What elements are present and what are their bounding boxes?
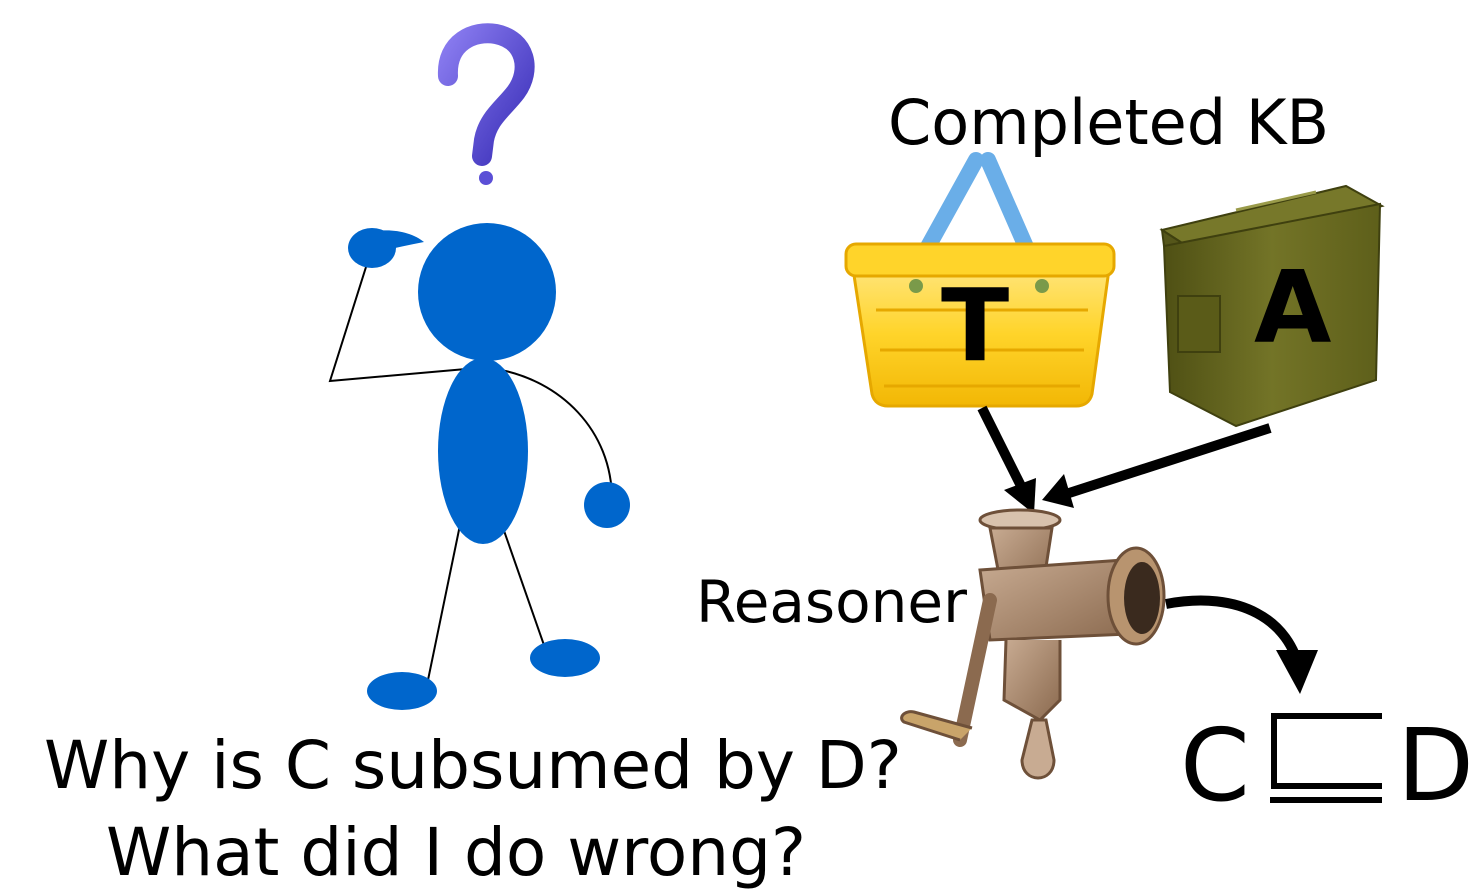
user-question-line1: Why is C subsumed by D?	[44, 727, 902, 804]
tbox-basket-icon	[844, 152, 1116, 408]
completed-kb-title: Completed KB	[888, 86, 1330, 159]
reasoner-label: Reasoner	[696, 568, 967, 636]
reasoner-output-arrow	[1165, 595, 1318, 694]
question-mark-icon	[437, 23, 535, 185]
tbox-to-reasoner-arrow	[977, 405, 1036, 514]
abox-box-icon	[1159, 184, 1385, 428]
axiom-left-concept: C	[1180, 707, 1250, 824]
abox-label: A	[1254, 249, 1332, 366]
confused-person-icon	[328, 223, 630, 710]
user-question-line2: What did I do wrong?	[106, 814, 806, 891]
reasoner-grinder-icon	[900, 508, 1166, 780]
tbox-label: T	[941, 267, 1010, 384]
subsumption-symbol-icon	[1270, 713, 1382, 803]
abox-to-reasoner-arrow	[1042, 423, 1272, 508]
axiom-right-concept: D	[1397, 707, 1473, 824]
